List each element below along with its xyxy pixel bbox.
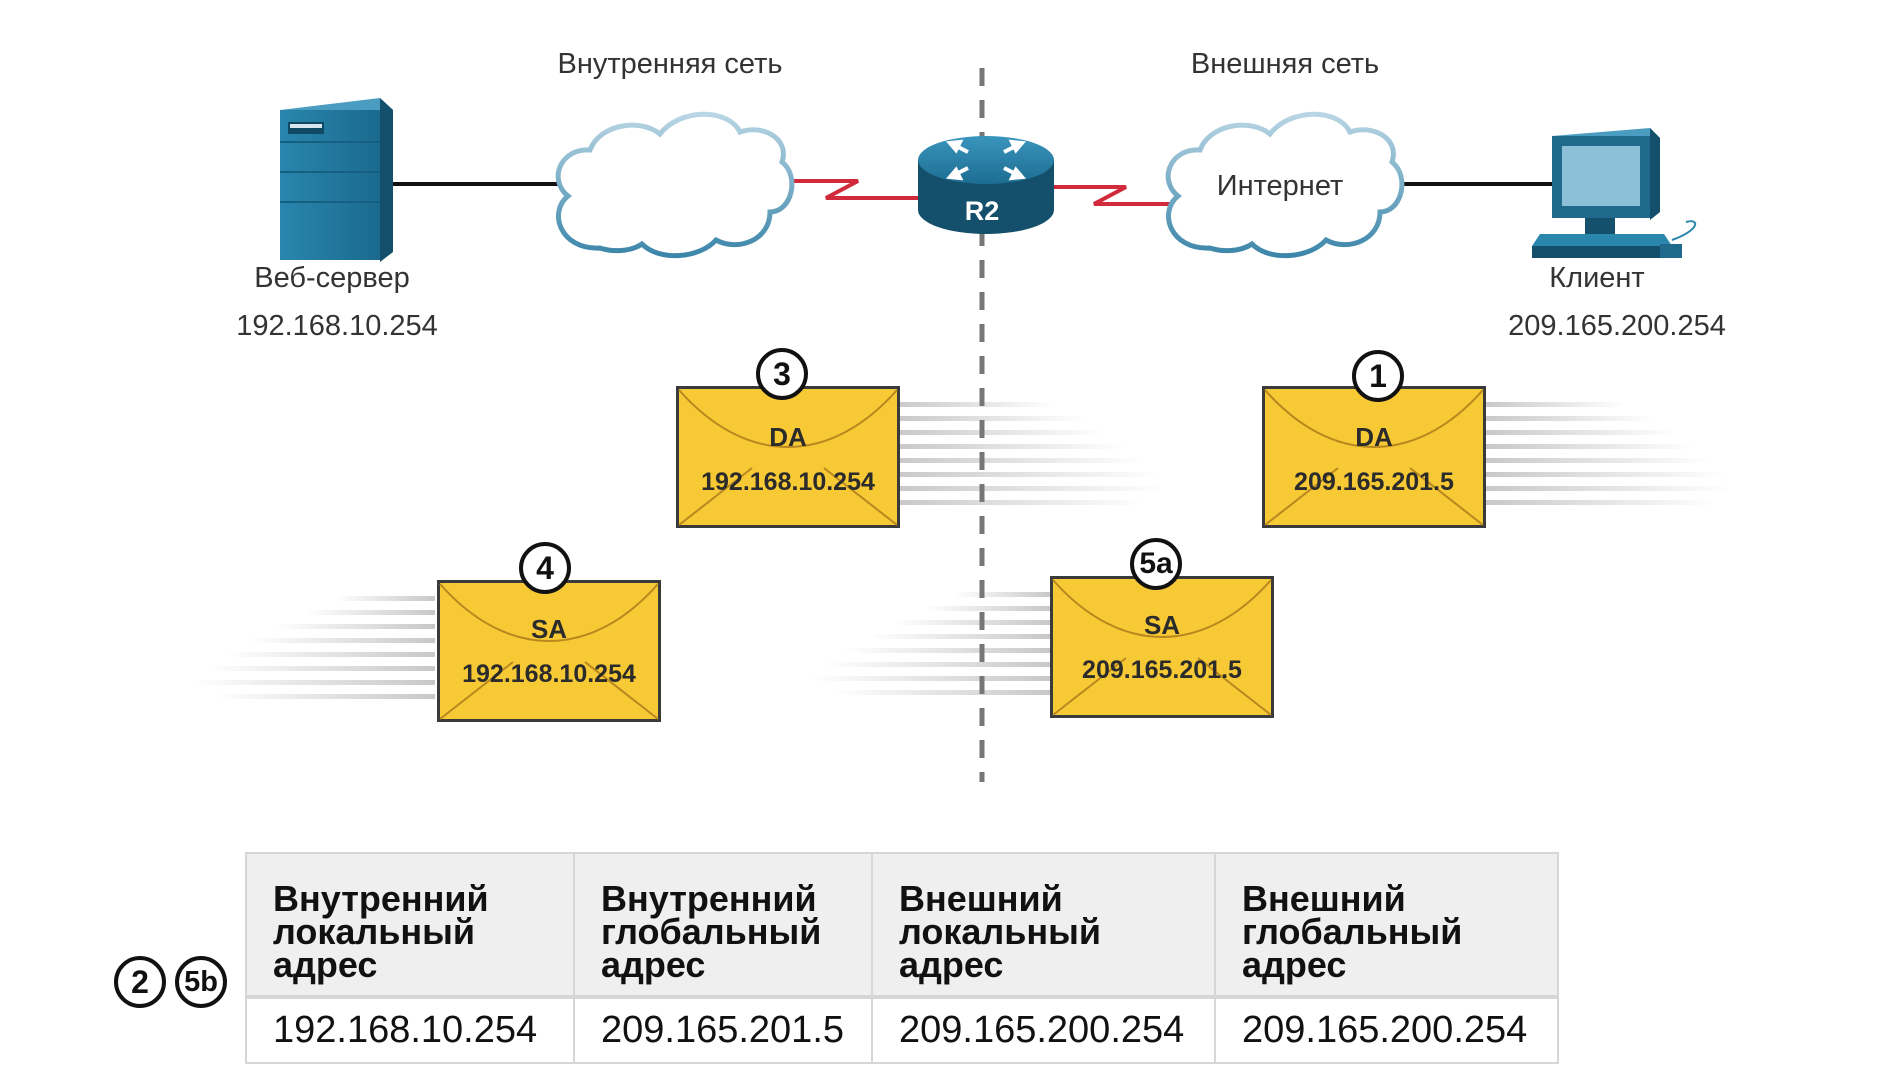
step-marker-5a: 5a [1130, 538, 1182, 590]
packet-envelope-1: DA 209.165.201.5 [1262, 386, 1486, 528]
envelope-address: 192.168.10.254 [701, 468, 875, 496]
envelope-field: DA [769, 422, 807, 452]
cell-inside-local: 192.168.10.254 [246, 997, 575, 1063]
envelope-icon [1262, 386, 1486, 528]
envelope-icon [676, 386, 900, 528]
trail-packet-1 [1485, 402, 1730, 505]
envelope-icon [1050, 576, 1274, 718]
client-ip: 209.165.200.254 [1508, 310, 1726, 342]
step-marker-5b: 5b [175, 956, 227, 1008]
cell-outside-global: 209.165.200.254 [1215, 997, 1559, 1063]
router-icon [918, 136, 1054, 234]
envelope-address: 209.165.201.5 [1294, 468, 1454, 496]
router-label: R2 [964, 196, 1000, 226]
table-header-row: Внутренний локальный адрес Внутренний гл… [246, 853, 1559, 999]
envelope-icon [437, 580, 661, 722]
desktop-computer-icon [1532, 128, 1697, 258]
envelope-field: SA [1143, 610, 1181, 640]
step-marker-1: 1 [1352, 350, 1404, 402]
trail-packet-4 [190, 596, 435, 699]
internet-label: Интернет [1216, 170, 1344, 202]
envelope-address: 192.168.10.254 [462, 660, 636, 688]
server-icon [280, 98, 393, 262]
trail-packet-3 [895, 402, 1165, 505]
nat-translation-table: Внутренний локальный адрес Внутренний гл… [245, 852, 1559, 1064]
header-outside-global: Внешний глобальный адрес [1215, 853, 1559, 999]
trail-packet-5a [810, 592, 1050, 695]
table-row: 192.168.10.254 209.165.201.5 209.165.200… [246, 997, 1559, 1063]
cloud-icon [555, 111, 795, 259]
cell-outside-local: 209.165.200.254 [872, 997, 1216, 1063]
step-marker-3: 3 [756, 348, 808, 400]
envelope-field: DA [1355, 422, 1393, 452]
header-inside-local: Внутренний локальный адрес [246, 853, 575, 999]
web-server-ip: 192.168.10.254 [236, 310, 438, 342]
serial-link-outside [1050, 185, 1170, 206]
envelope-address: 209.165.201.5 [1082, 656, 1242, 684]
cell-inside-global: 209.165.201.5 [574, 997, 873, 1063]
packet-envelope-5a: SA 209.165.201.5 [1050, 576, 1274, 718]
outside-network-title: Внешняя сеть [1190, 48, 1380, 80]
header-outside-local: Внешний локальный адрес [872, 853, 1216, 999]
internet-cloud-icon [1165, 111, 1405, 259]
serial-link-inside [780, 179, 920, 200]
client-label: Клиент [1549, 262, 1645, 294]
step-marker-4: 4 [519, 542, 571, 594]
inside-network-title: Внутренняя сеть [557, 48, 783, 80]
motion-trails [190, 402, 1730, 699]
web-server-label: Веб-сервер [254, 262, 410, 294]
step-marker-2: 2 [114, 956, 166, 1008]
header-inside-global: Внутренний глобальный адрес [574, 853, 873, 999]
packet-envelope-3: DA 192.168.10.254 [676, 386, 900, 528]
packet-envelope-4: SA 192.168.10.254 [437, 580, 661, 722]
envelope-field: SA [530, 614, 568, 644]
